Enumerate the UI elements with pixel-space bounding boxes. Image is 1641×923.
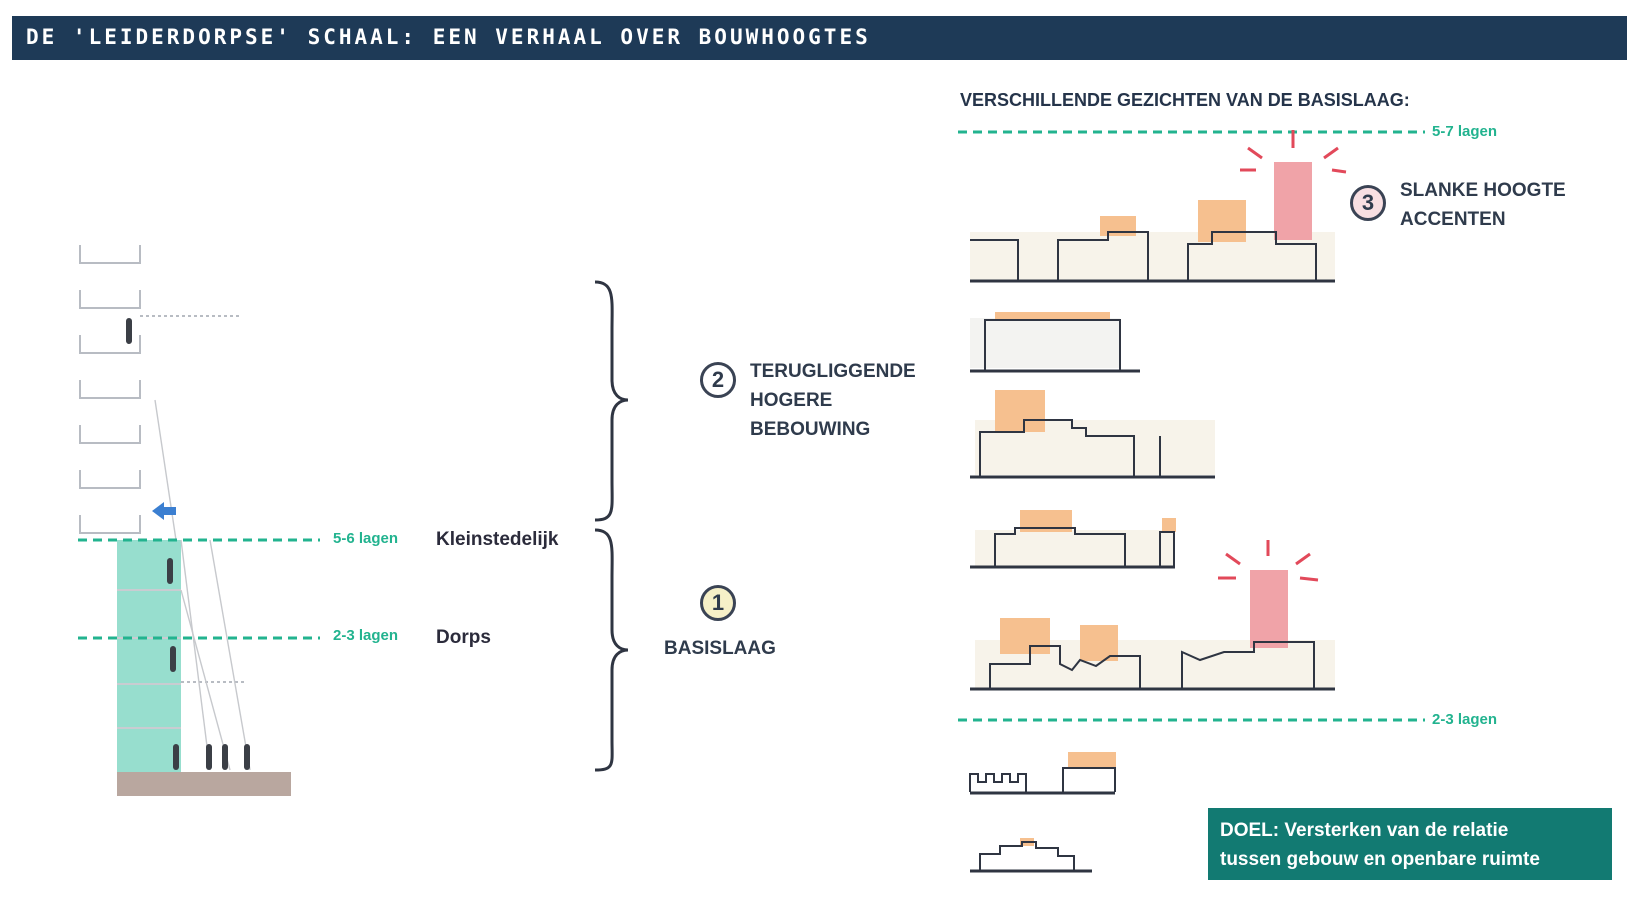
goal-text-2: tussen gebouw en openbare ruimte (1220, 849, 1540, 870)
page-title: DE 'LEIDERDORPSE' SCHAAL: EEN VERHAAL OV… (26, 25, 871, 49)
step-2-line-2: HOGERE (750, 390, 833, 411)
typology-row-5 (970, 540, 1335, 691)
level-label-high: 5-6 lagen (333, 530, 399, 547)
brace-upper (594, 280, 629, 522)
upper-floors (79, 245, 246, 683)
ground-slab (117, 772, 291, 796)
arrow-left-icon (152, 502, 176, 520)
level-label-bottom: 2-3 lagen (1432, 711, 1498, 728)
step-2-badge: 2 (700, 362, 736, 398)
typology-title: VERSCHILLENDE GEZICHTEN VAN DE BASISLAAG… (960, 90, 1410, 110)
level-label-top: 5-7 lagen (1432, 123, 1498, 140)
typology-row-4 (970, 510, 1176, 569)
braces (594, 280, 629, 772)
category-label-low: Dorps (436, 627, 491, 648)
category-label-high: Kleinstedelijk (436, 529, 559, 550)
goal-prefix: DOEL: (1220, 820, 1280, 841)
typology-row-7 (970, 838, 1092, 873)
goal-box: DOEL: Versterken van de relatie tussen g… (1208, 808, 1612, 880)
header-bar: DE 'LEIDERDORPSE' SCHAAL: EEN VERHAAL OV… (12, 16, 1627, 60)
step-3-line-1: SLANKE HOOGTE (1400, 180, 1566, 201)
typology-row-6 (969, 752, 1116, 795)
level-label-low: 2-3 lagen (333, 627, 399, 644)
step-1-label: BASISLAAG (664, 638, 776, 659)
step-3-label: SLANKE HOOGTE ACCENTEN (1400, 176, 1566, 234)
typology-row-1 (970, 130, 1347, 283)
step-2-line-3: BEBOUWING (750, 419, 871, 440)
sight-lines (154, 399, 251, 771)
goal-line-1: DOEL: Versterken van de relatie (1220, 816, 1600, 845)
people-figures (126, 318, 250, 770)
step-1-badge: 1 (700, 585, 736, 621)
step-3-line-2: ACCENTEN (1400, 209, 1506, 230)
step-2-label: TERUGLIGGENDE HOGERE BEBOUWING (750, 357, 916, 444)
typology-panel (958, 130, 1425, 873)
typology-row-3 (970, 390, 1215, 479)
accent-rays-2 (1218, 540, 1319, 582)
typology-row-2 (970, 312, 1140, 373)
section-diagram (78, 245, 320, 796)
brace-lower (594, 528, 629, 772)
step-3-badge: 3 (1350, 185, 1386, 221)
goal-text-1: Versterken van de relatie (1284, 820, 1509, 841)
step-2-line-1: TERUGLIGGENDE (750, 361, 916, 382)
accent-rays-1 (1240, 130, 1347, 174)
